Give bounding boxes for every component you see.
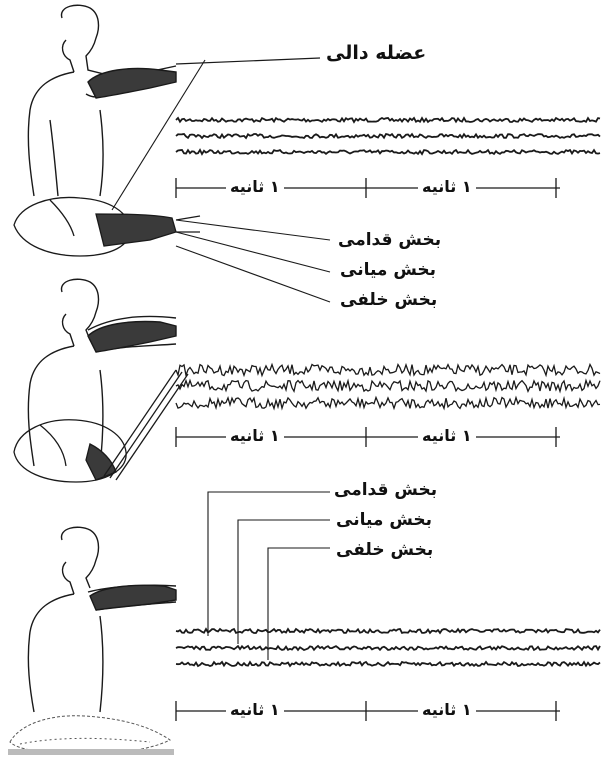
leader-anterior [175, 219, 331, 241]
emg-trace-panel-rest-2 [175, 132, 601, 140]
leader-posterior [175, 245, 331, 303]
emg-trace-panel-abduction-2 [175, 378, 601, 394]
shoulder-top-view-icon [13, 196, 201, 257]
emg-trace-panel-abduction-3 [175, 395, 601, 411]
arm-raised-icon [27, 278, 177, 467]
emg-trace-panel-abduction-1 [175, 362, 601, 378]
part-anterior-label: بخش قدامی [338, 230, 442, 250]
hand-resting-icon [8, 715, 174, 755]
emg-trace-panel-rest-3 [175, 148, 601, 156]
part-posterior-label: بخش خلفی [340, 290, 438, 310]
leader-posterior [267, 547, 330, 660]
shoulder-top-view-icon [13, 369, 189, 483]
leader-middle [175, 231, 331, 273]
time-scales [175, 178, 560, 721]
human-torso-icon [27, 4, 177, 197]
time-label: ۱ ثانیه [226, 426, 284, 445]
emg-trace-panel-supported-2 [175, 644, 601, 652]
deltoid-muscle-highlight [87, 67, 177, 99]
part-posterior-label: بخش خلفی [336, 540, 434, 560]
time-label: ۱ ثانیه [418, 177, 476, 196]
leader-anterior [207, 491, 330, 636]
leader-line [175, 57, 321, 65]
emg-trace-panel-supported-3 [175, 660, 601, 668]
part-middle-label: بخش میانی [340, 260, 437, 280]
part-middle-label: بخش میانی [336, 510, 433, 530]
emg-trace-panel-rest-1 [175, 116, 601, 124]
human-torso-icon [27, 526, 177, 713]
leader-line [111, 59, 206, 211]
time-label: ۱ ثانیه [226, 177, 284, 196]
emg-traces [175, 116, 601, 668]
time-label: ۱ ثانیه [418, 426, 476, 445]
muscle-label: عضله دالی [326, 42, 427, 64]
part-anterior-label: بخش قدامی [334, 480, 438, 500]
leader-middle [237, 519, 330, 644]
time-label: ۱ ثانیه [226, 700, 284, 719]
emg-trace-panel-supported-1 [175, 627, 601, 635]
time-label: ۱ ثانیه [418, 700, 476, 719]
